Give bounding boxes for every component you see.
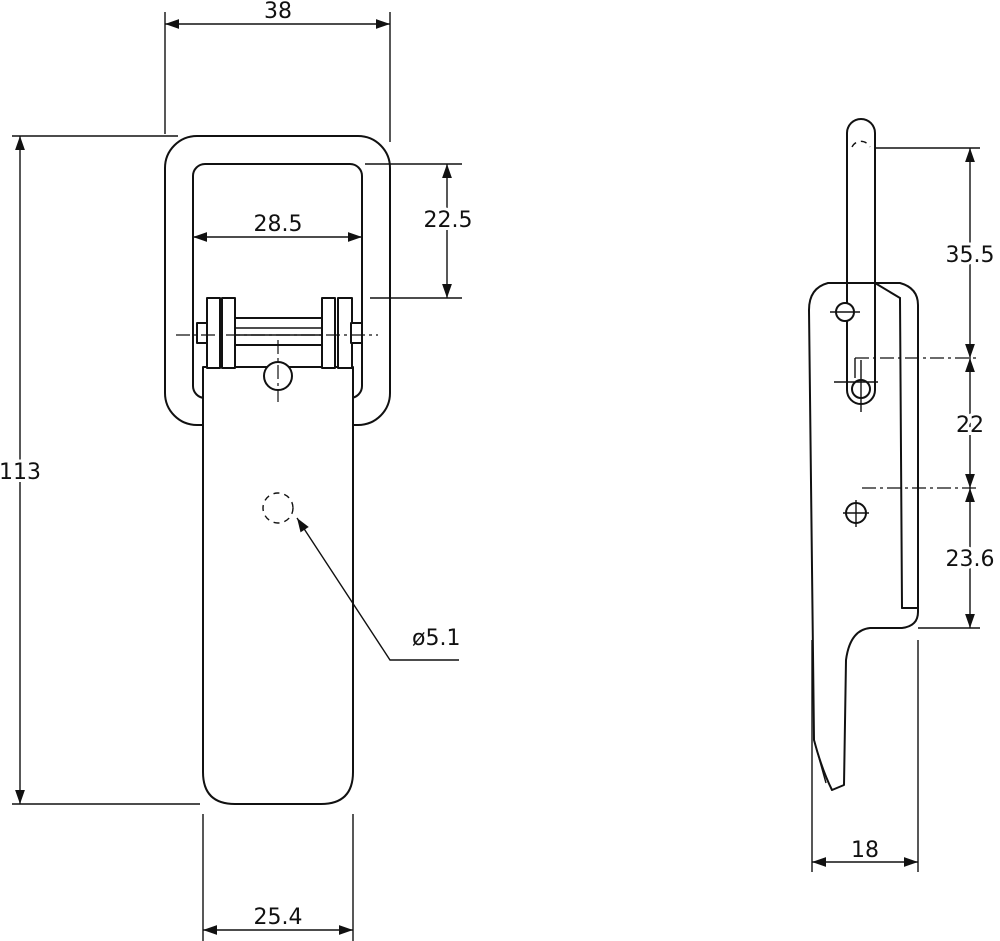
- hinge-assembly: [196, 297, 363, 369]
- dim-label-loop-inner-width: 28.5: [254, 212, 303, 237]
- dim-label-overall-width: 38: [264, 0, 292, 24]
- dim-label-plate-width: 25.4: [254, 905, 303, 930]
- side-view: 35.5 22 23.6 18: [808, 118, 997, 872]
- dim-label-mounting-hole: ø5.1: [412, 626, 460, 651]
- dim-label-hole-spacing: 22: [956, 413, 984, 438]
- dim-label-bottom-offset: 23.6: [946, 547, 995, 572]
- front-view: 38 113 28.5 22.5 ø5.1 25.4: [0, 0, 475, 941]
- side-loop: [846, 118, 876, 405]
- side-body: [808, 282, 919, 791]
- latch-plate: [202, 366, 354, 805]
- dim-label-depth: 18: [851, 838, 879, 863]
- dim-label-loop-inner-height: 22.5: [424, 208, 473, 233]
- dim-label-overall-height: 113: [0, 460, 41, 485]
- dim-label-loop-extension: 35.5: [946, 243, 995, 268]
- leader-mounting-hole: [296, 517, 459, 661]
- mounting-hole: [262, 492, 294, 524]
